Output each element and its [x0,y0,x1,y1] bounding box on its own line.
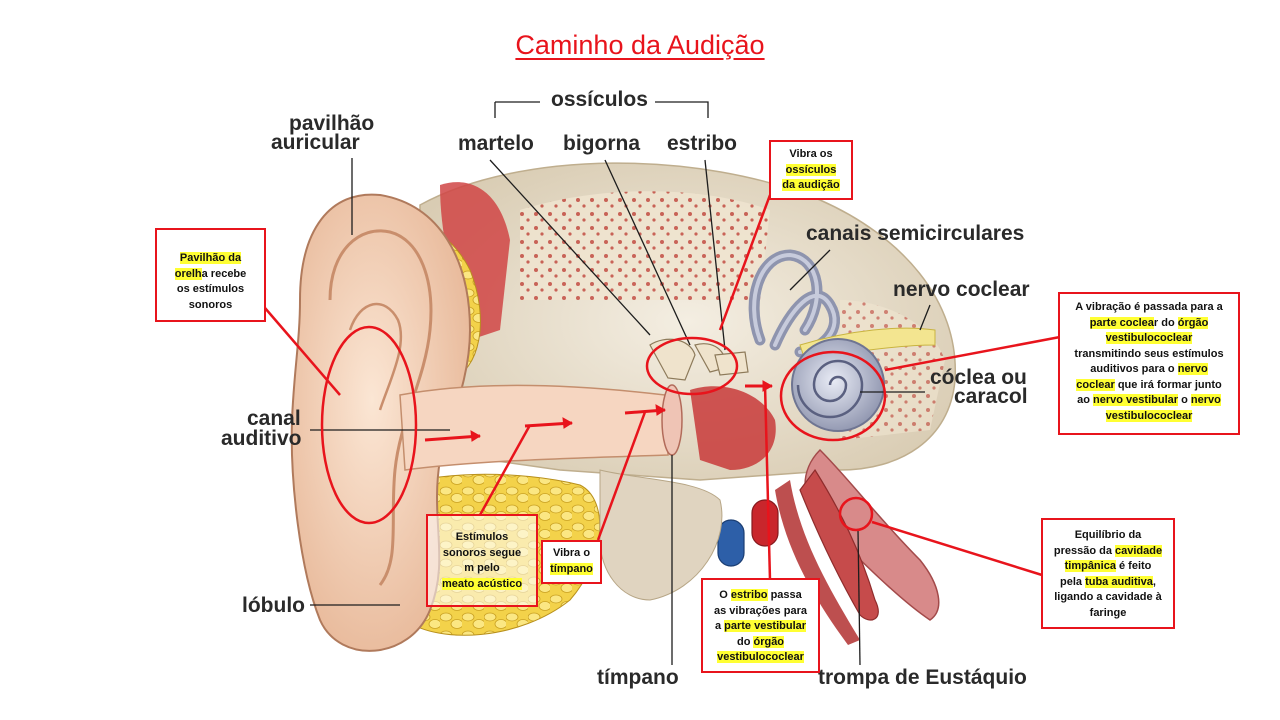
label-canais: canais semicirculares [806,222,1025,245]
page-title: Caminho da Audição [515,30,765,60]
note-pavilhao: Pavilhão da orelha recebe os estímulos s… [155,228,266,322]
note-estimulos: Estímulos sonoros segue m pelo meato acú… [426,514,538,607]
label-trompa: trompa de Eustáquio [818,666,1027,689]
label-canal-1: canal [247,407,301,430]
label-lobulo: lóbulo [242,594,305,617]
label-estribo: estribo [667,132,738,155]
label-nervo-coclear: nervo coclear [893,278,1030,301]
label-bigorna: bigorna [563,132,640,155]
label-timpano: tímpano [597,666,679,689]
note-timpano: Vibra o tímpano [541,540,602,584]
note-equilibrio: Equilíbrio da pressão da cavidade timpân… [1041,518,1175,629]
ear-canal [399,384,669,471]
label-coclea-1: cóclea ou [930,366,1027,389]
label-canal-2: auditivo [221,427,302,450]
label-martelo: martelo [458,132,534,155]
label-pavilhao-1: pavilhão [289,112,375,135]
note-ossiculos: Vibra os ossículos da audição [769,140,853,200]
note-estribo: O estribo passa as vibrações para a part… [701,578,820,673]
note-coclea: A vibração é passada para a parte coclea… [1058,292,1240,435]
label-ossiculos: ossículos [551,88,648,111]
label-pavilhao-2: auricular [271,131,360,154]
label-coclea-2: caracol [954,385,1028,408]
